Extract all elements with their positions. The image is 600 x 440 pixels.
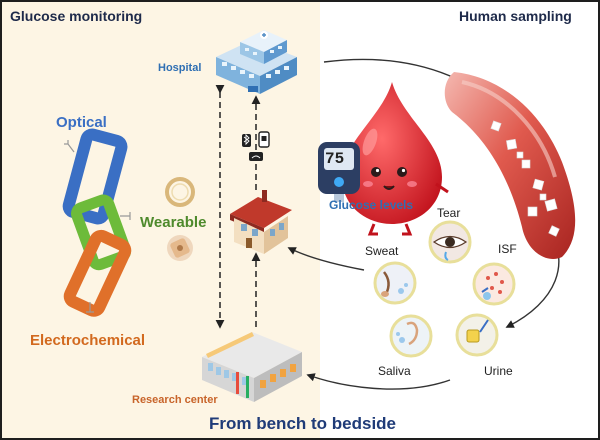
- glucometer-reading: 75: [325, 150, 345, 168]
- chain-links-icon: [62, 128, 132, 317]
- saliva-icon: [389, 314, 433, 358]
- eye-icon: [428, 220, 472, 264]
- isf-icon: [472, 262, 516, 306]
- research-center-icon: [202, 332, 302, 402]
- footer-title: From bench to bedside: [209, 414, 397, 433]
- hospital-label: Hospital: [158, 62, 202, 74]
- urine-label: Urine: [484, 364, 513, 378]
- wearable-label: Wearable: [140, 214, 207, 231]
- bandage-patch-icon: [167, 235, 193, 261]
- glucometer-icon: [318, 142, 360, 202]
- watch-band-icon: [165, 177, 195, 207]
- optical-label: Optical: [56, 114, 107, 131]
- blood-vessel-icon: [444, 72, 576, 259]
- sweat-label: Sweat: [365, 244, 399, 258]
- research-center-label: Research center: [132, 394, 218, 406]
- saliva-label: Saliva: [378, 364, 411, 378]
- smartphone-icon: [258, 131, 270, 148]
- sweat-gland-icon: [373, 261, 417, 305]
- urine-icon: [455, 313, 499, 357]
- bluetooth-icon: [242, 133, 251, 147]
- tear-label: Tear: [437, 206, 461, 220]
- glucose-levels-label: Glucose levels: [329, 198, 414, 212]
- electrochemical-label: Electrochemical: [30, 332, 146, 349]
- biofluids-to-house-arrow: [287, 247, 365, 271]
- house-icon: [230, 190, 292, 254]
- glucose-monitoring-header: Glucose monitoring: [10, 8, 143, 24]
- wifi-icon: [249, 152, 263, 161]
- biofluids-to-research-arrow: [306, 373, 451, 390]
- human-sampling-header: Human sampling: [459, 8, 572, 24]
- hospital-icon: [216, 30, 297, 94]
- isf-label: ISF: [498, 242, 517, 256]
